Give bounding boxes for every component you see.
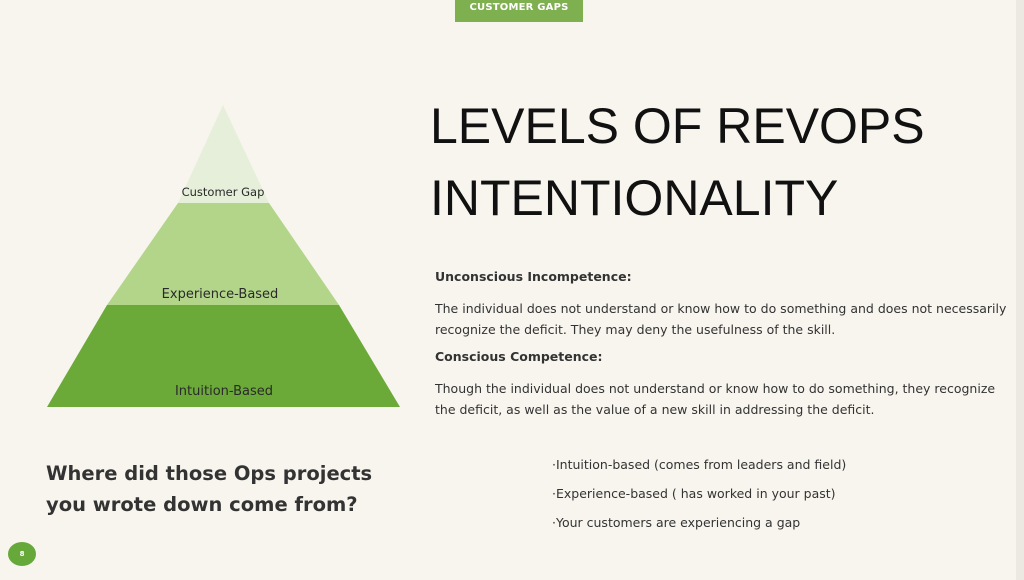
definitions: Unconscious Incompetence: The individual… bbox=[435, 266, 1010, 426]
list-item: ·Your customers are experiencing a gap bbox=[552, 515, 801, 530]
title-line-2: INTENTIONALITY bbox=[430, 170, 839, 226]
pyramid-level-customer-gap bbox=[178, 105, 269, 203]
pyramid-diagram bbox=[47, 105, 400, 407]
pyramid-label-customer-gap: Customer Gap bbox=[181, 185, 265, 199]
pyramid-level-intuition-based bbox=[47, 305, 400, 407]
definition-term: Unconscious Incompetence: bbox=[435, 269, 632, 284]
pyramid-label-intuition-based: Intuition-Based bbox=[174, 384, 274, 399]
definition-term: Conscious Competence: bbox=[435, 349, 603, 364]
pyramid-label-experience-based: Experience-Based bbox=[161, 287, 279, 302]
pyramid-level-experience-based bbox=[107, 203, 339, 305]
slide-edge bbox=[1016, 0, 1024, 580]
definition-description: The individual does not understand or kn… bbox=[435, 301, 1007, 337]
list-item: ·Experience-based ( has worked in your p… bbox=[552, 486, 836, 501]
title-line-1: LEVELS OF REVOPS bbox=[430, 98, 925, 154]
page-number-badge: 8 bbox=[8, 542, 36, 566]
bullet-list: ·Intuition-based (comes from leaders and… bbox=[552, 450, 846, 537]
slide-title: LEVELS OF REVOPS INTENTIONALITY bbox=[430, 90, 990, 234]
definition-description: Though the individual does not understan… bbox=[435, 381, 996, 417]
list-item: ·Intuition-based (comes from leaders and… bbox=[552, 457, 847, 472]
question-text: Where did those Ops projects you wrote d… bbox=[46, 462, 373, 516]
section-tag: CUSTOMER GAPS bbox=[455, 0, 583, 22]
